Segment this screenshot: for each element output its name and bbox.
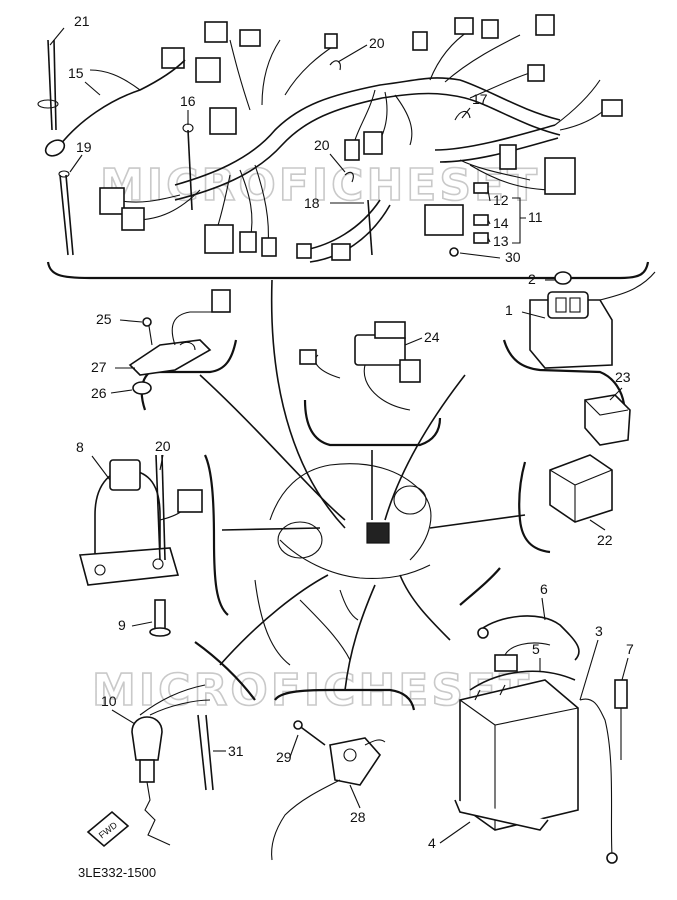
callout-30: 29 (276, 749, 292, 765)
motorcycle-frame-outline (254, 463, 432, 666)
callout-23: 22 (597, 532, 613, 548)
callout-8: 8 (76, 439, 84, 455)
watermark-top: MICROFICHESET (100, 160, 540, 211)
callout-32: 31 (228, 743, 244, 759)
part-relay-23 (549, 454, 613, 523)
callout-20b: 20 (314, 137, 330, 153)
callout-28: 27 (91, 359, 107, 375)
callout-24: 23 (615, 369, 631, 385)
callout-1: 1 (505, 302, 513, 318)
callout-22: 21 (74, 13, 90, 29)
wire-harness (37, 14, 623, 263)
fwd-arrow-icon: FWD (86, 810, 130, 848)
callout-11: 11 (528, 209, 543, 225)
callout-5: 5 (532, 641, 540, 657)
callout-10: 10 (101, 693, 117, 709)
callout-13: 13 (493, 233, 509, 249)
drawing-code: 3LE332-1500 (78, 865, 156, 880)
callout-26: 25 (96, 311, 112, 327)
callout-15: 15 (68, 65, 84, 81)
region-separators (140, 339, 626, 711)
callout-3: 3 (595, 623, 603, 639)
callout-31: 30 (505, 249, 521, 265)
callout-6: 6 (540, 581, 548, 597)
callout-14: 14 (493, 215, 509, 231)
callout-21: 20 (155, 438, 171, 454)
part-rectifier-regulator (529, 271, 656, 369)
callout-2: 2 (528, 271, 536, 287)
callout-20a: 20 (369, 35, 385, 51)
part-switch-10 (131, 684, 214, 846)
part-battery (454, 615, 628, 864)
callout-labels: 21 15 16 19 20 20 17 18 12 14 13 11 30 2… (68, 13, 634, 851)
callout-leaders (49, 27, 629, 844)
part-fuse-holder-25 (299, 321, 421, 411)
callout-19: 19 (76, 139, 92, 155)
part-relay-24 (584, 394, 631, 446)
callout-4: 4 (428, 835, 436, 851)
callout-9: 9 (118, 617, 126, 633)
callout-17: 17 (472, 91, 488, 107)
callout-29: 28 (350, 809, 366, 825)
callout-16: 16 (180, 93, 196, 109)
callout-18: 18 (304, 195, 320, 211)
callout-27: 26 (91, 385, 107, 401)
harness-bracket (46, 261, 650, 280)
callout-25: 24 (424, 329, 440, 345)
part-main-switch (78, 454, 203, 637)
callout-7: 7 (626, 641, 634, 657)
part-sensor-29 (271, 720, 386, 861)
part-bracket-28 (128, 289, 231, 395)
callout-12: 12 (493, 192, 509, 208)
